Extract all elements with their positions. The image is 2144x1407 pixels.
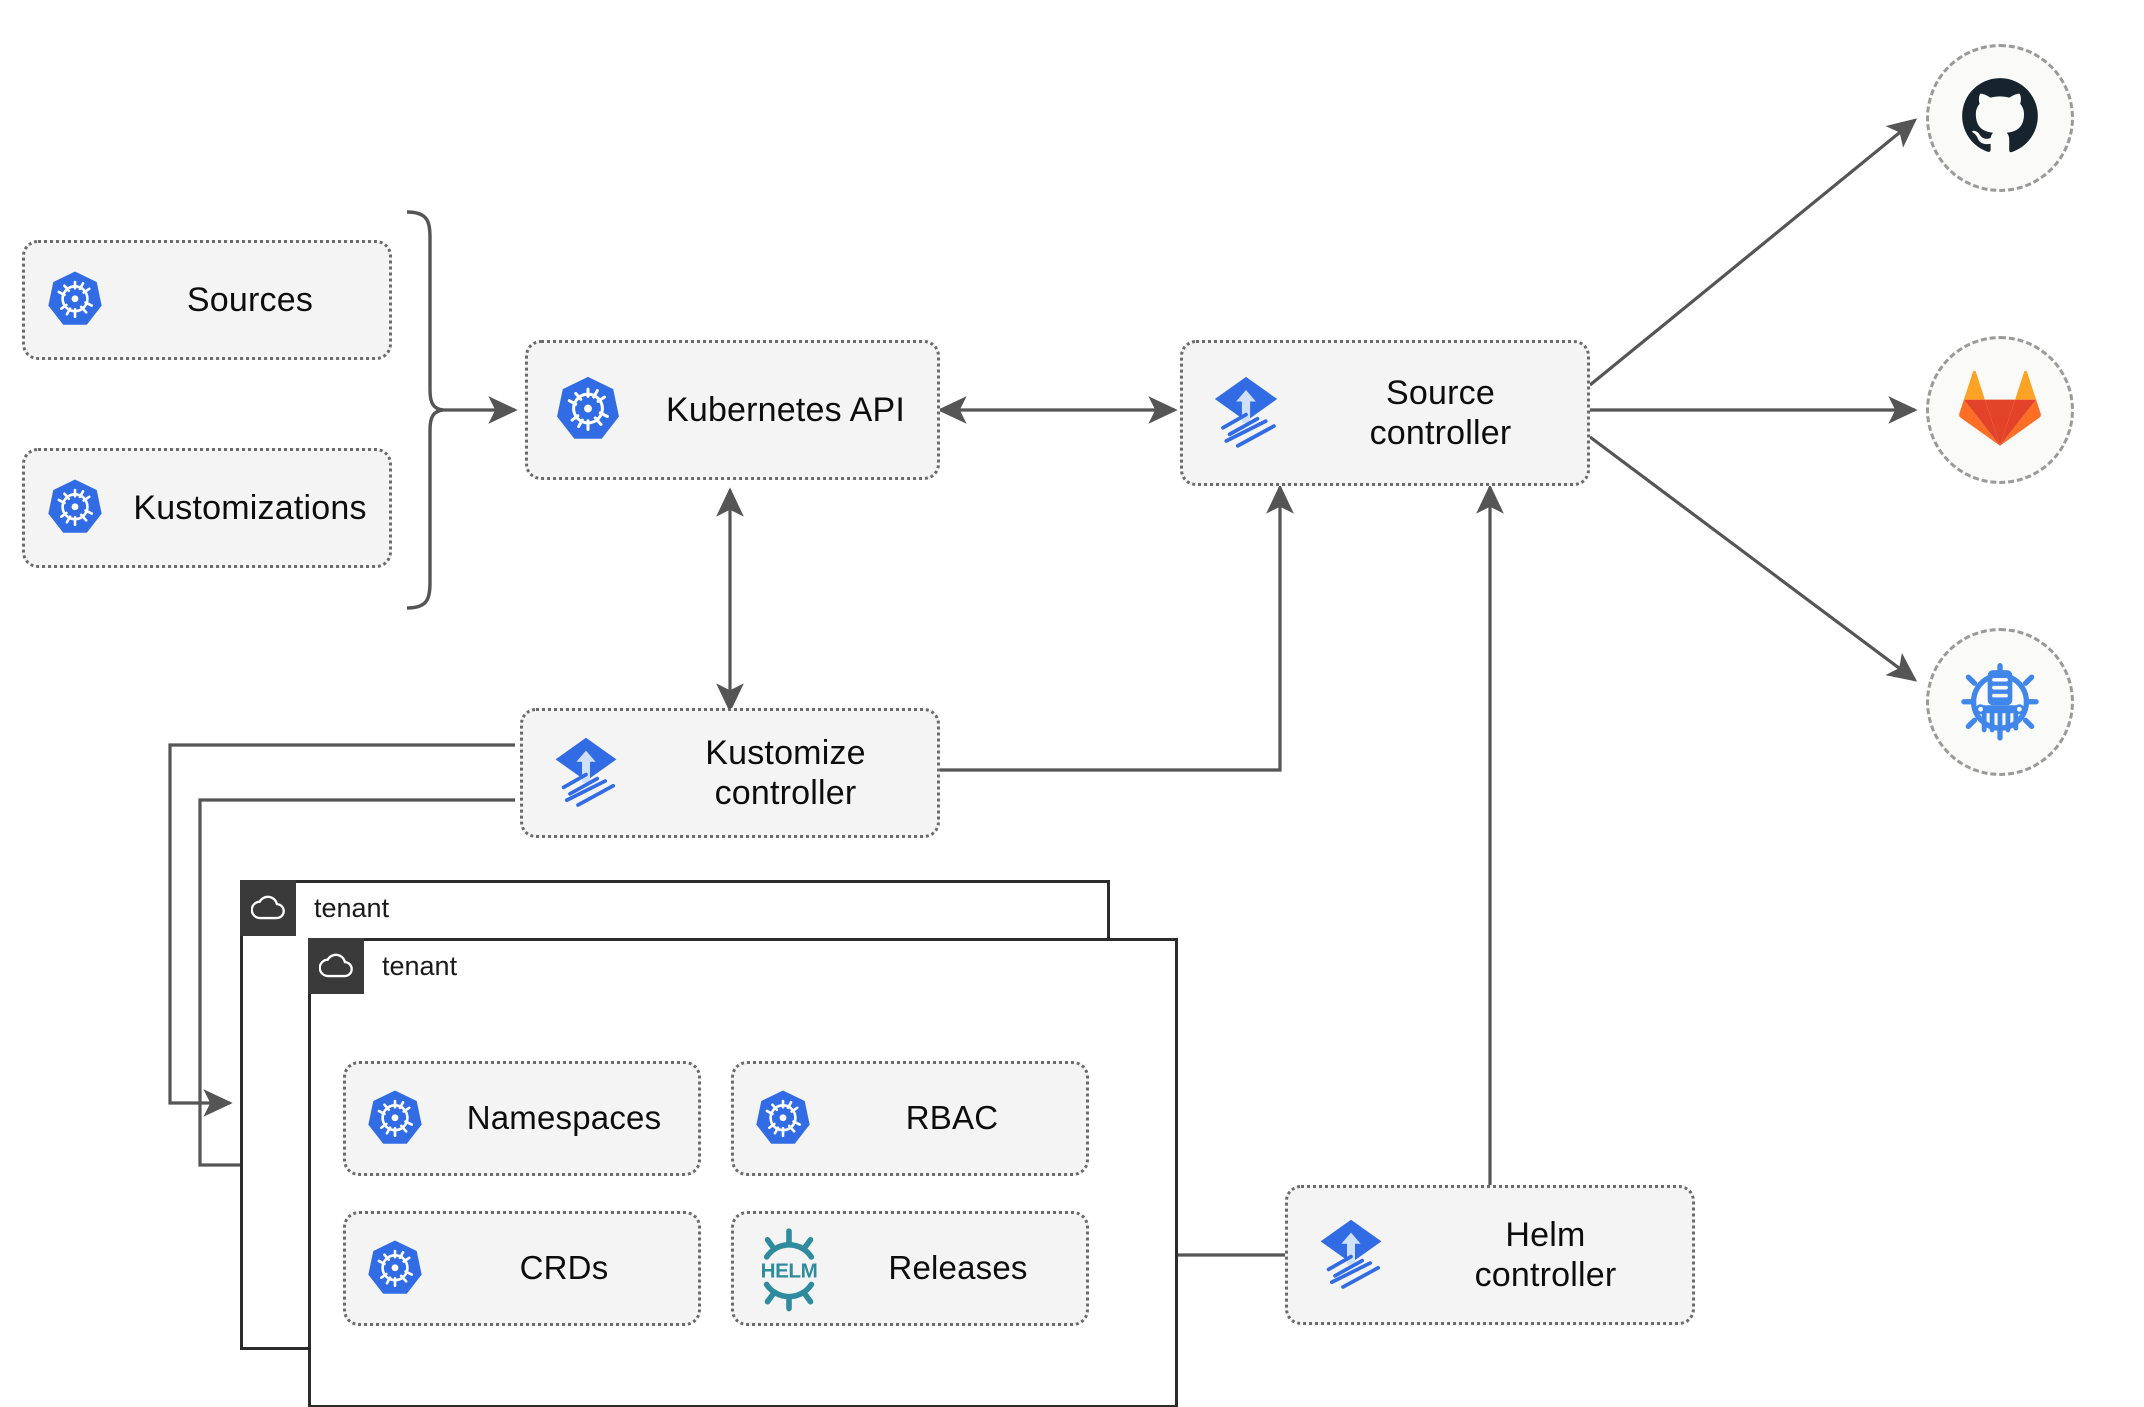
kubernetes-icon (25, 477, 125, 539)
kubernetes-icon (346, 1238, 444, 1300)
gitlab-icon (1958, 368, 2042, 453)
kubernetes-icon (346, 1088, 444, 1150)
node-namespaces[interactable]: Namespaces (343, 1061, 701, 1176)
node-label: Source controller (1369, 373, 1512, 452)
node-crds[interactable]: CRDs (343, 1211, 701, 1326)
node-kustomizations[interactable]: Kustomizations (22, 448, 392, 568)
tenant-header: tenant (240, 880, 389, 936)
node-label: RBAC (905, 1099, 999, 1137)
helm-icon: HELM (734, 1226, 844, 1312)
node-label: Helm controller (1474, 1215, 1617, 1294)
node-label: Kubernetes API (665, 390, 906, 429)
flux-icon (523, 733, 648, 813)
node-rbac[interactable]: RBAC (731, 1061, 1089, 1176)
kubernetes-icon (734, 1088, 832, 1150)
node-kustomize-controller[interactable]: Kustomize controller (520, 708, 940, 838)
node-label: Releases (888, 1249, 1028, 1287)
flux-icon (1288, 1215, 1413, 1295)
helm-wordmark: HELM (761, 1259, 818, 1282)
harbor-icon (1956, 656, 2044, 749)
tenant-label: tenant (314, 892, 390, 923)
github-icon (1957, 73, 2043, 164)
provider-harbor[interactable] (1926, 628, 2074, 776)
node-label: Sources (186, 280, 314, 319)
node-releases[interactable]: HELM Releases (731, 1211, 1089, 1326)
tenant-label: tenant (382, 950, 458, 981)
tenant-panel-front[interactable]: tenant Namespaces (308, 938, 1178, 1407)
node-kubernetes-api[interactable]: Kubernetes API (525, 340, 940, 480)
cloud-icon (240, 880, 296, 936)
node-label: Kustomize controller (705, 733, 866, 812)
kubernetes-icon (25, 269, 125, 331)
provider-github[interactable] (1926, 44, 2074, 192)
cloud-icon (308, 938, 364, 994)
node-sources[interactable]: Sources (22, 240, 392, 360)
node-helm-controller[interactable]: Helm controller (1285, 1185, 1695, 1325)
kubernetes-icon (528, 374, 648, 446)
tenant-header: tenant (308, 938, 457, 994)
node-label: CRDs (519, 1249, 609, 1287)
node-label: Namespaces (466, 1099, 662, 1137)
flux-icon (1183, 372, 1308, 454)
provider-gitlab[interactable] (1926, 336, 2074, 484)
node-source-controller[interactable]: Source controller (1180, 340, 1590, 486)
node-label: Kustomizations (133, 488, 367, 527)
